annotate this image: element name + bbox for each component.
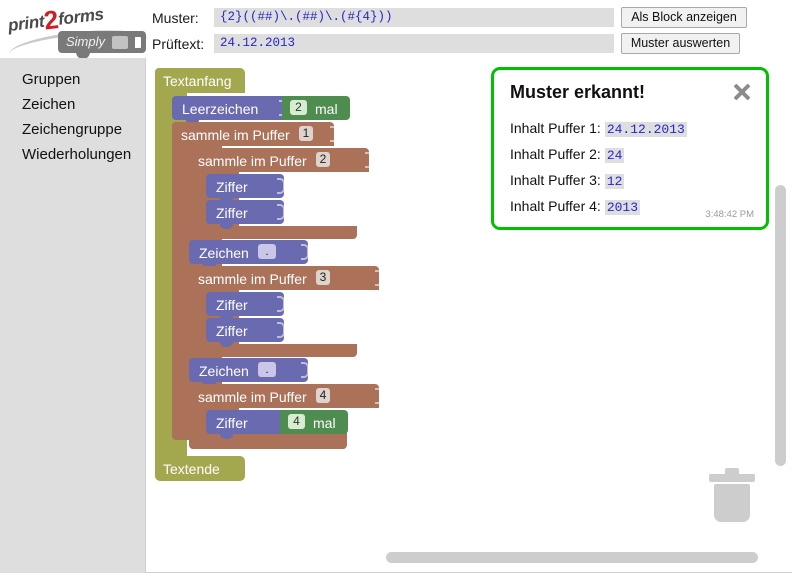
dialog-title: Muster erkannt! bbox=[510, 82, 646, 102]
block-zeichen-1-label: Zeichen bbox=[199, 245, 249, 261]
puffer1-index-field[interactable]: 1 bbox=[299, 126, 313, 141]
block-ziffer-2-label: Ziffer bbox=[216, 205, 248, 221]
close-icon[interactable] bbox=[731, 81, 753, 103]
buffer-row-4: Inhalt Puffer 4:2013 bbox=[510, 198, 641, 215]
trash-body bbox=[714, 484, 750, 522]
block-ziffer-1-label: Ziffer bbox=[216, 179, 248, 195]
sidebar-item-wiederholungen[interactable]: Wiederholungen bbox=[22, 146, 132, 163]
puffer3-index-field[interactable]: 3 bbox=[316, 270, 330, 285]
testtext-input[interactable] bbox=[214, 34, 614, 53]
evaluate-pattern-button[interactable]: Muster auswerten bbox=[621, 33, 740, 54]
horizontal-scrollbar[interactable] bbox=[386, 552, 758, 563]
pattern-recognized-dialog: Muster erkannt! Inhalt Puffer 1:24.12.20… bbox=[491, 67, 769, 230]
block-ziffer-4[interactable]: Ziffer bbox=[206, 318, 285, 347]
pattern-row: Muster: Als Block anzeigen bbox=[152, 7, 782, 29]
buffer-4-value: 2013 bbox=[604, 200, 641, 215]
buffer-4-label: Inhalt Puffer 4: bbox=[510, 198, 601, 214]
logo-block-label: Simply bbox=[66, 34, 106, 49]
buffer-2-value: 24 bbox=[604, 148, 625, 163]
block-puffer2-label: sammle im Puffer bbox=[198, 153, 307, 169]
block-leerzeichen-mal-label: mal bbox=[315, 101, 338, 117]
block-ziffer-5[interactable]: Ziffer bbox=[206, 410, 284, 439]
block-ziffer-3[interactable]: Ziffer bbox=[206, 292, 285, 321]
block-puffer4-label: sammle im Puffer bbox=[198, 389, 307, 405]
puffer4-index-field[interactable]: 4 bbox=[316, 388, 330, 403]
leerzeichen-count-field[interactable]: 2 bbox=[290, 100, 307, 115]
logo-text-before: print bbox=[6, 11, 46, 36]
buffer-3-label: Inhalt Puffer 3: bbox=[510, 172, 601, 188]
block-sammle-puffer-2[interactable]: sammle im Puffer 2 bbox=[189, 148, 373, 177]
sidebar: Gruppen Zeichen Zeichengruppe Wiederholu… bbox=[0, 58, 145, 573]
block-ziffer-repeat[interactable]: 4 mal bbox=[280, 410, 348, 434]
buffer-row-3: Inhalt Puffer 3:12 bbox=[510, 172, 625, 189]
buffer-2-label: Inhalt Puffer 2: bbox=[510, 146, 601, 162]
app-logo: print2forms Simply bbox=[6, 4, 149, 59]
puffer2-index-field[interactable]: 2 bbox=[316, 152, 330, 167]
trash-icon[interactable] bbox=[709, 468, 755, 522]
block-textende[interactable]: Textende bbox=[155, 456, 245, 481]
logo-text-after: forms bbox=[57, 4, 105, 29]
block-sammle-puffer-3[interactable]: sammle im Puffer 3 bbox=[189, 266, 383, 295]
block-textanfang-label: Textanfang bbox=[163, 73, 232, 89]
block-ziffer-1[interactable]: Ziffer bbox=[206, 174, 285, 203]
block-canvas[interactable]: Textanfang Textende Leerzeichen 2 mal bbox=[146, 58, 792, 545]
block-sammle-puffer-1[interactable]: sammle im Puffer 1 bbox=[172, 122, 338, 146]
block-textende-label: Textende bbox=[163, 461, 220, 477]
buffer-1-value: 24.12.2013 bbox=[604, 122, 687, 137]
block-puffer3-foot[interactable] bbox=[189, 344, 357, 357]
block-textanfang[interactable]: Textanfang bbox=[155, 68, 245, 98]
block-ziffer-2[interactable]: Ziffer bbox=[206, 200, 285, 229]
testtext-row: Prüftext: Muster auswerten bbox=[152, 33, 782, 55]
trash-lid bbox=[709, 474, 755, 482]
logo-block-notch bbox=[135, 34, 144, 51]
block-puffer3-label: sammle im Puffer bbox=[198, 271, 307, 287]
zeichen-1-value-field[interactable]: . bbox=[258, 244, 276, 259]
sidebar-item-gruppen[interactable]: Gruppen bbox=[22, 71, 81, 88]
block-puffer2-foot[interactable] bbox=[189, 226, 357, 239]
workspace: Textanfang Textende Leerzeichen 2 mal bbox=[145, 58, 792, 573]
ziffer-count-field[interactable]: 4 bbox=[288, 414, 305, 429]
buffer-row-2: Inhalt Puffer 2:24 bbox=[510, 146, 625, 163]
block-ziffer-3-label: Ziffer bbox=[216, 297, 248, 313]
sidebar-item-zeichen[interactable]: Zeichen bbox=[22, 96, 76, 113]
vertical-scrollbar[interactable] bbox=[775, 185, 786, 466]
buffer-1-label: Inhalt Puffer 1: bbox=[510, 120, 601, 136]
logo-block-slot bbox=[112, 36, 128, 49]
buffer-3-value: 12 bbox=[604, 174, 625, 189]
block-zeichen-1[interactable]: Zeichen . bbox=[189, 240, 309, 269]
block-leerzeichen[interactable]: Leerzeichen bbox=[172, 96, 287, 125]
block-puffer1-label: sammle im Puffer bbox=[181, 127, 290, 143]
zeichen-2-value-field[interactable]: . bbox=[258, 362, 276, 377]
block-zeichen-2-label: Zeichen bbox=[199, 363, 249, 379]
block-zeichen-2[interactable]: Zeichen . bbox=[189, 358, 309, 387]
block-leerzeichen-label: Leerzeichen bbox=[182, 101, 259, 117]
header-bar: print2forms Simply Muster: Als Block anz… bbox=[0, 0, 792, 59]
pattern-label: Muster: bbox=[152, 10, 199, 26]
buffer-row-1: Inhalt Puffer 1:24.12.2013 bbox=[510, 120, 687, 137]
block-puffer4-foot[interactable] bbox=[189, 436, 347, 449]
show-as-block-button[interactable]: Als Block anzeigen bbox=[621, 7, 747, 28]
block-ziffer-mal-label: mal bbox=[313, 415, 336, 431]
testtext-label: Prüftext: bbox=[152, 36, 205, 52]
block-ziffer-5-label: Ziffer bbox=[216, 415, 248, 431]
block-sammle-puffer-4[interactable]: sammle im Puffer 4 bbox=[189, 384, 383, 413]
block-ziffer-4-label: Ziffer bbox=[216, 323, 248, 339]
logo-block-shape: Simply bbox=[58, 31, 146, 59]
pattern-input[interactable] bbox=[214, 8, 614, 27]
block-leerzeichen-repeat[interactable]: 2 mal bbox=[282, 96, 350, 120]
sidebar-item-zeichengruppe[interactable]: Zeichengruppe bbox=[22, 121, 123, 138]
dialog-timestamp: 3:48:42 PM bbox=[705, 209, 754, 220]
trash-lid-handle bbox=[725, 468, 739, 475]
